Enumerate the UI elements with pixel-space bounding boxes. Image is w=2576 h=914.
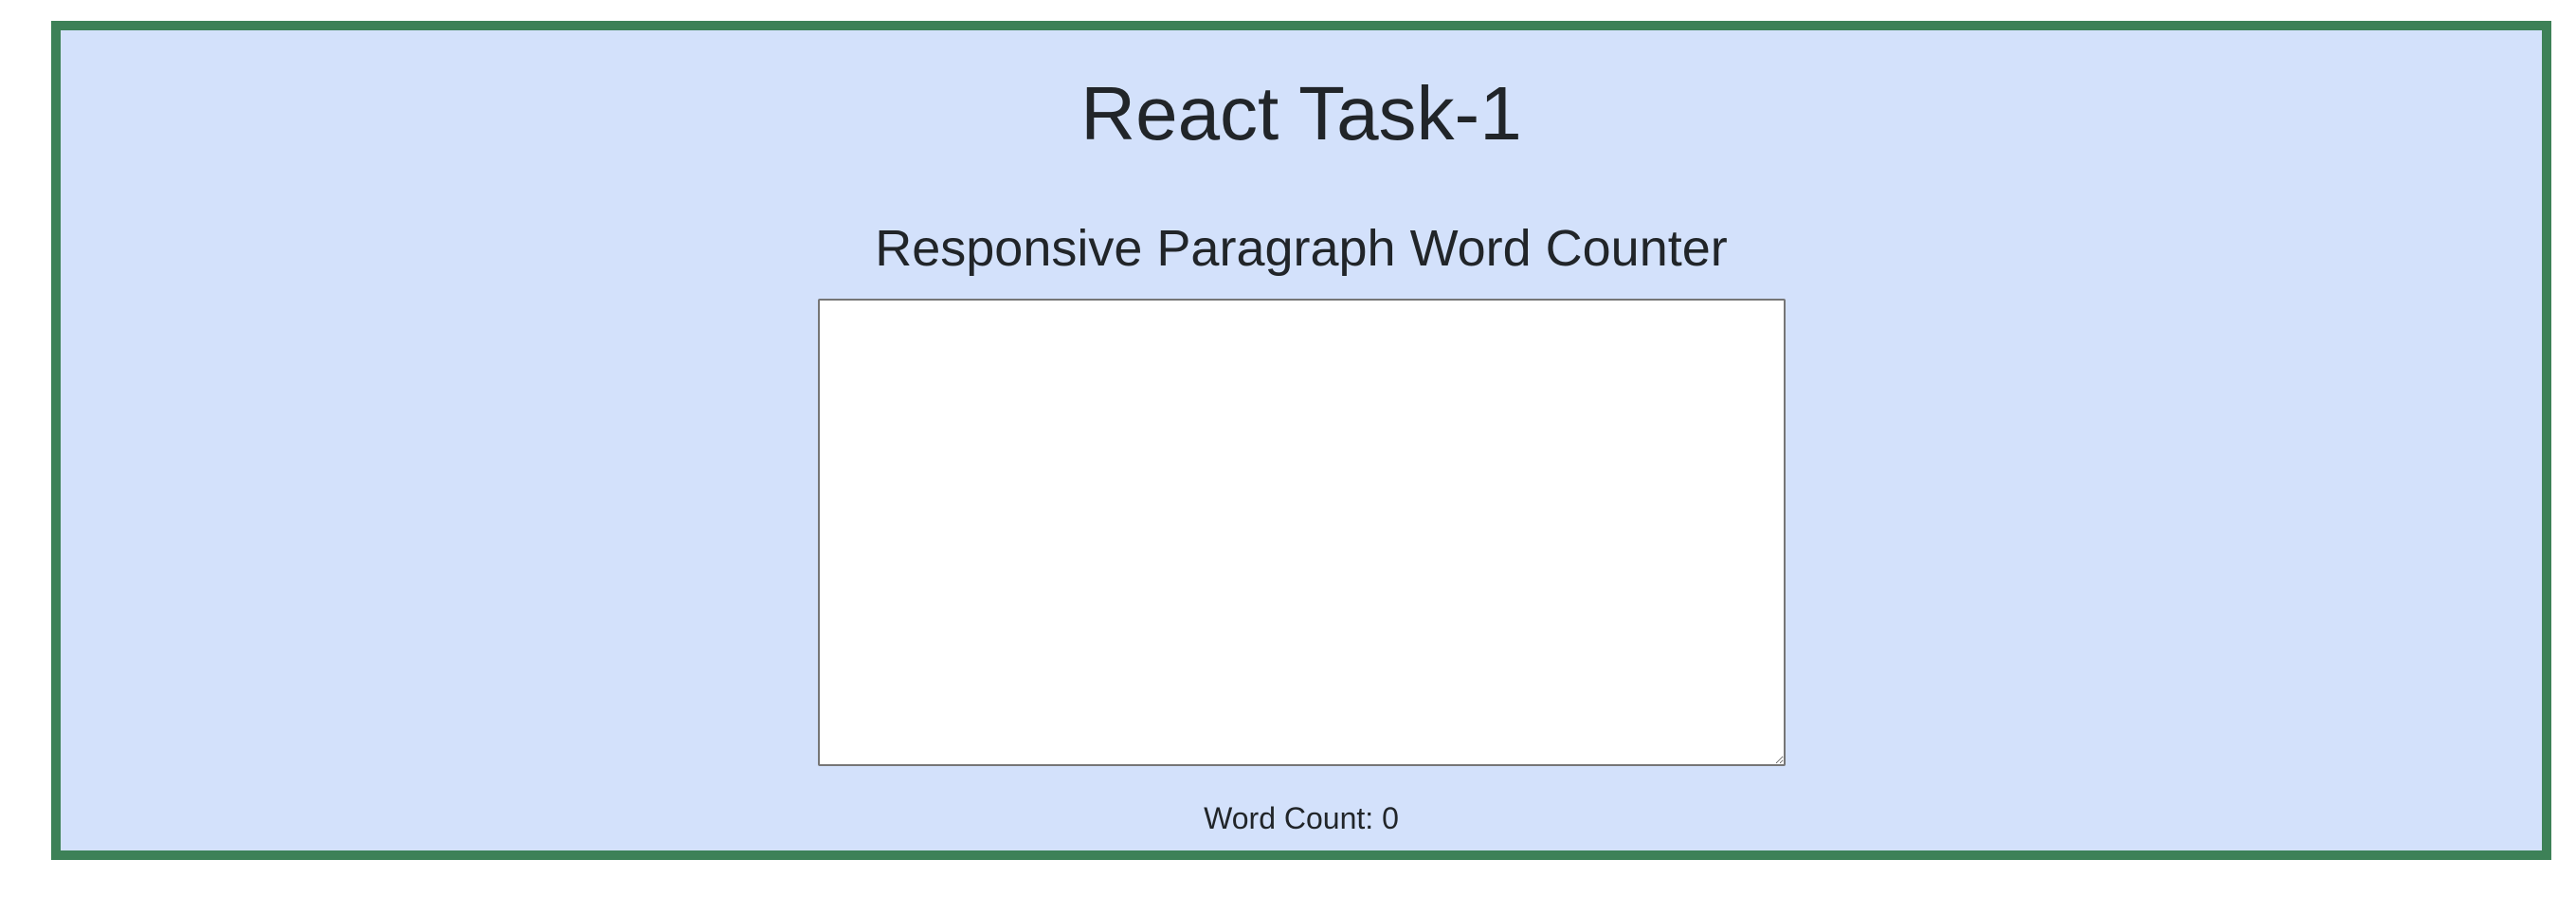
word-count-display: Word Count: 0: [1204, 801, 1399, 835]
app-title: React Task-1: [1080, 71, 1522, 155]
counter-heading: Responsive Paragraph Word Counter: [875, 220, 1728, 277]
app-container: React Task-1 Responsive Paragraph Word C…: [51, 21, 2551, 860]
paragraph-input[interactable]: [818, 299, 1786, 766]
